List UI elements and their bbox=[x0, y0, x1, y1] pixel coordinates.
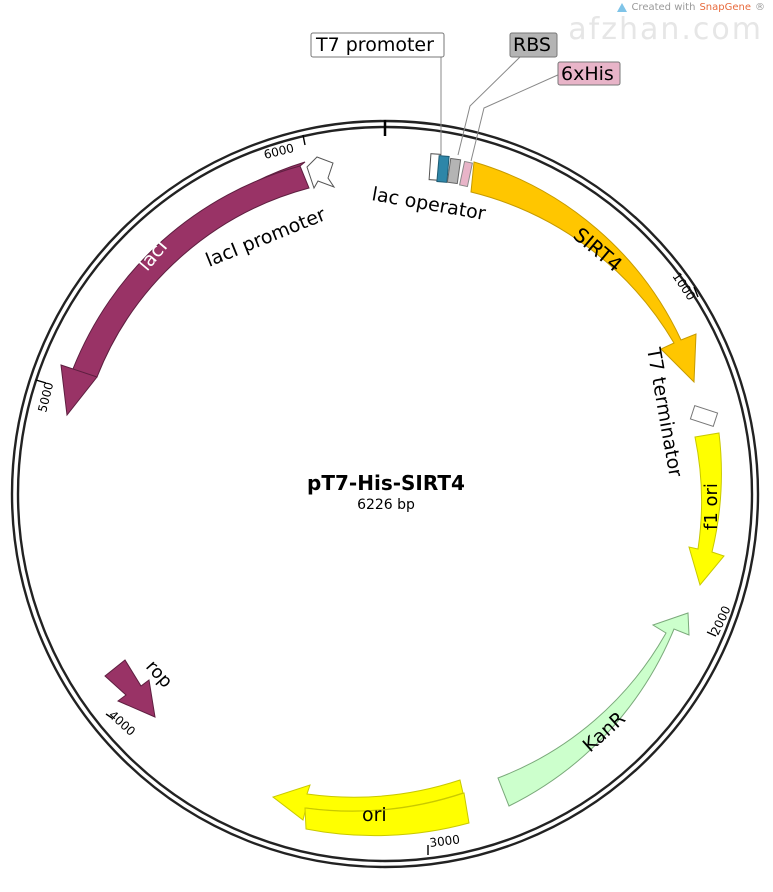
tick-mark-6000 bbox=[302, 134, 306, 146]
tick-mark-1000 bbox=[693, 286, 699, 298]
feature-laci[interactable]: lacI bbox=[60, 161, 310, 417]
laci-body[interactable] bbox=[72, 165, 310, 378]
tick-label-4000: 4000 bbox=[106, 708, 138, 739]
sirt4-arrow[interactable] bbox=[470, 161, 697, 384]
tick-mark-5000 bbox=[35, 379, 47, 384]
plasmid-name: pT7-His-SIRT4 bbox=[307, 471, 465, 495]
callouts: T7 promoter RBS 6xHis bbox=[310, 32, 621, 162]
feature-f1-ori[interactable]: f1 ori bbox=[688, 432, 725, 587]
ori-label: ori bbox=[362, 804, 387, 826]
tick-marks: 1000 2000 3000 4000 5000 6000 bbox=[35, 134, 734, 855]
credit-prefix: Created with bbox=[631, 2, 696, 13]
feature-cluster: lac operator bbox=[370, 153, 488, 225]
rbs-block[interactable] bbox=[446, 157, 462, 185]
rbs-leader-line bbox=[457, 56, 521, 156]
snapgene-logo-icon bbox=[617, 3, 628, 12]
plasmid-length: 6226 bp bbox=[357, 497, 415, 513]
t7-promoter-block[interactable] bbox=[436, 155, 450, 183]
his-callout[interactable] bbox=[557, 61, 621, 86]
kanr-arrow[interactable] bbox=[497, 612, 690, 807]
ori-arrow[interactable] bbox=[271, 779, 464, 821]
tick-label-3000: 3000 bbox=[429, 832, 461, 850]
laci-promoter-arrow[interactable] bbox=[306, 156, 336, 190]
feature-kanr[interactable]: KanR bbox=[497, 612, 690, 807]
tick-mark-4000 bbox=[105, 713, 113, 719]
f1-ori-label: f1 ori bbox=[701, 483, 722, 530]
ori-body[interactable] bbox=[304, 792, 470, 837]
lac-operator-label: lac operator bbox=[370, 183, 487, 225]
t7-promoter-label: T7 promoter bbox=[315, 34, 434, 56]
feature-ori[interactable]: ori bbox=[271, 779, 470, 837]
tick-mark-2000 bbox=[706, 631, 717, 637]
credit-brand: SnapGene bbox=[699, 2, 751, 13]
rbs-label: RBS bbox=[513, 34, 551, 56]
snapgene-credit[interactable]: Created with SnapGene ® bbox=[617, 2, 765, 13]
rbs-callout[interactable] bbox=[509, 32, 558, 58]
credit-mark: ® bbox=[755, 2, 765, 13]
watermark: afzhan.com bbox=[568, 12, 763, 47]
his-tag-block[interactable] bbox=[458, 160, 474, 188]
his-leader-line bbox=[470, 73, 561, 162]
backbone bbox=[10, 119, 760, 869]
tick-label-5000: 5000 bbox=[35, 381, 56, 414]
rop-arrow[interactable] bbox=[104, 659, 156, 718]
t7-terminator-box[interactable] bbox=[689, 405, 719, 427]
tick-label-6000: 6000 bbox=[262, 141, 295, 162]
f1-ori-arrow[interactable] bbox=[688, 432, 725, 587]
t7-promoter-callout[interactable] bbox=[310, 32, 445, 58]
plasmid-center-info: pT7-His-SIRT4 6226 bp bbox=[307, 471, 465, 513]
his-label: 6xHis bbox=[561, 63, 614, 85]
